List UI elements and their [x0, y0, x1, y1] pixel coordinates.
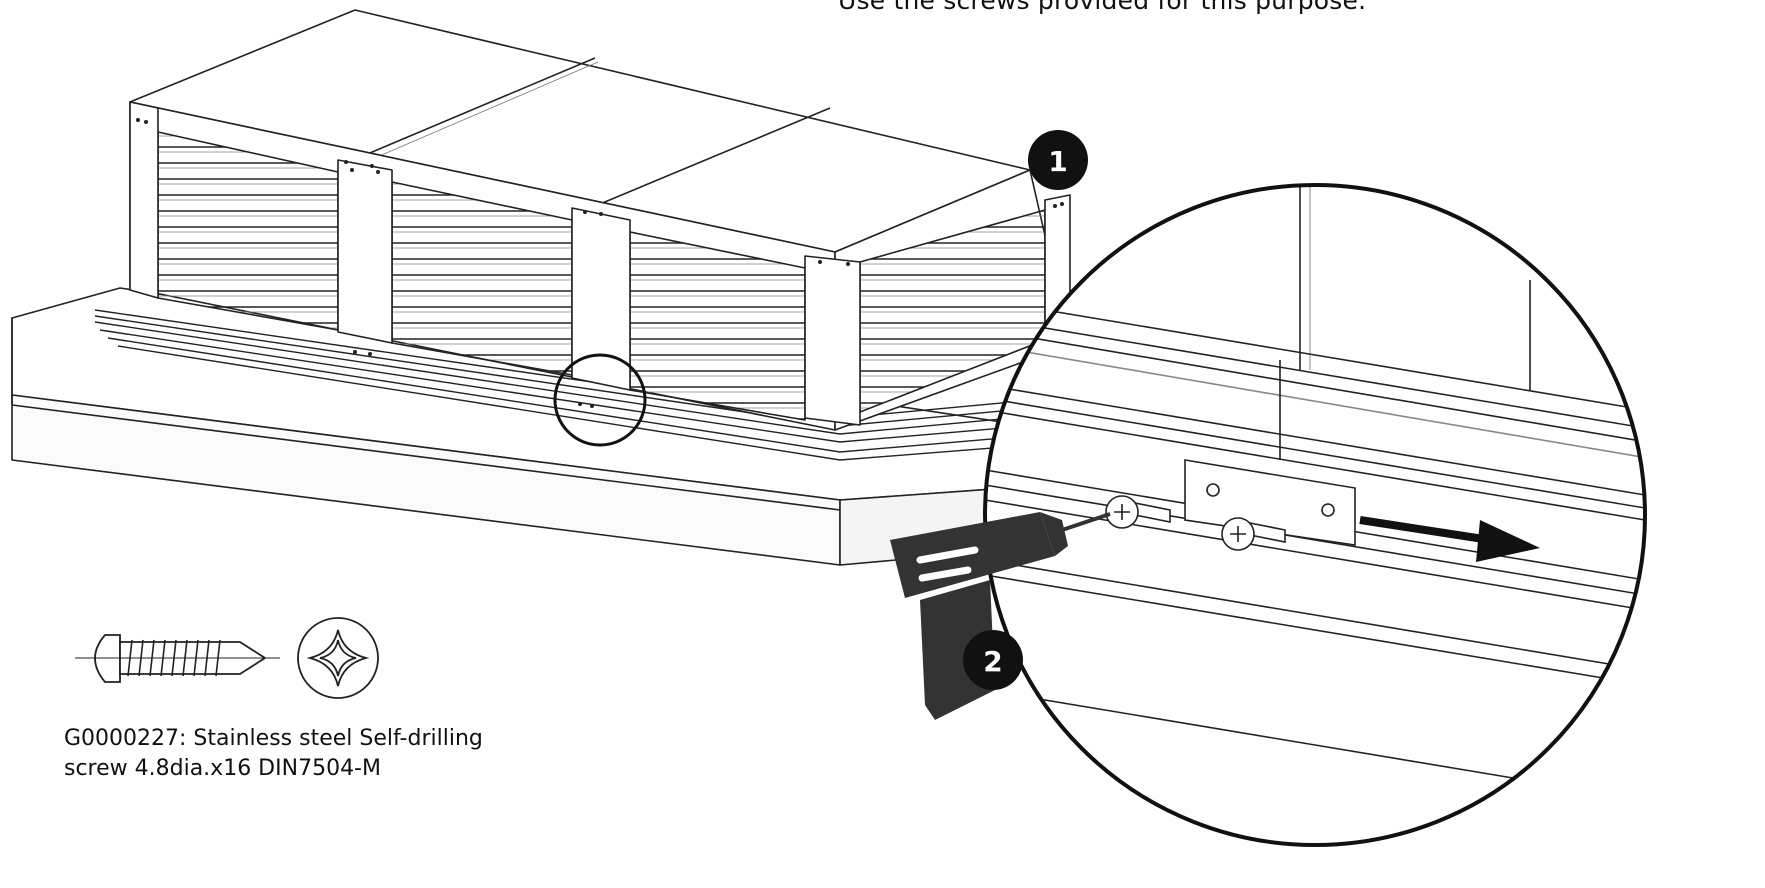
- self-drilling-screw-icon: [75, 634, 280, 683]
- instruction-text: Use the screws provided for this purpose…: [838, 0, 1367, 15]
- phillips-head-icon: [297, 617, 379, 699]
- arrow-right-icon: [1359, 516, 1540, 562]
- screw-caption: G0000227: Stainless steel Self-drilling …: [64, 724, 483, 784]
- callout-2: 2: [963, 630, 1023, 690]
- drill-icon: [890, 512, 1111, 720]
- detail-highlight-circle: [553, 353, 647, 447]
- callout-1-label: 1: [1048, 145, 1067, 178]
- screw-caption-line-1: G0000227: Stainless steel Self-drilling: [64, 726, 483, 751]
- callout-2-label: 2: [983, 645, 1002, 678]
- zoom-detail: [983, 183, 1647, 847]
- ventilation-housing: [129, 9, 1071, 431]
- callout-1: 1: [1028, 130, 1088, 190]
- screw-caption-line-2: screw 4.8dia.x16 DIN7504-M: [64, 756, 381, 781]
